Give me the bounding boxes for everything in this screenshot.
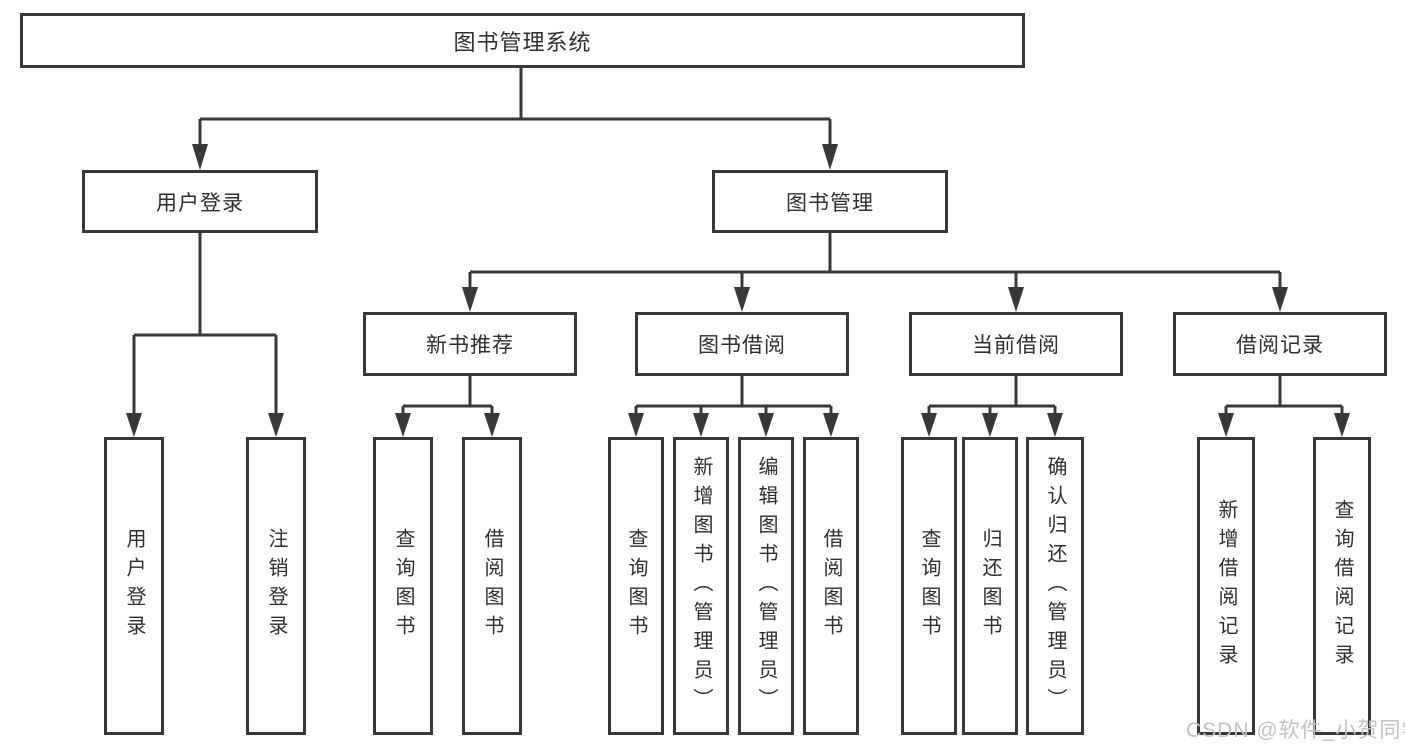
arrow-down-icon bbox=[1272, 287, 1288, 312]
arrow-down-icon bbox=[921, 413, 937, 437]
leaf-query-books-3: 查询图书 bbox=[901, 437, 957, 735]
arrow-down-icon bbox=[126, 413, 142, 437]
connector-user-login-to-leaves bbox=[132, 233, 278, 415]
arrow-down-icon bbox=[1008, 287, 1024, 312]
leaf-label: 查询借阅记录 bbox=[1331, 499, 1353, 673]
arrow-down-icon bbox=[693, 413, 709, 437]
leaf-label: 确认归还（管理员） bbox=[1044, 455, 1066, 717]
node-user-login: 用户登录 bbox=[82, 170, 318, 233]
arrow-down-icon bbox=[982, 413, 998, 437]
connector-book-management-to-level3 bbox=[468, 233, 1282, 289]
node-current-borrowing: 当前借阅 bbox=[909, 312, 1123, 376]
arrow-down-icon bbox=[1218, 413, 1234, 437]
leaf-label: 借阅图书 bbox=[481, 528, 503, 644]
leaf-edit-book-admin: 编辑图书（管理员） bbox=[738, 437, 794, 735]
connector-current-borrowing-to-leaves bbox=[927, 376, 1057, 415]
arrow-down-icon bbox=[268, 413, 284, 437]
leaf-borrow-books-2: 借阅图书 bbox=[803, 437, 859, 735]
arrow-down-icon bbox=[628, 413, 644, 437]
arrow-down-icon bbox=[1334, 413, 1350, 437]
leaf-query-borrow-record: 查询借阅记录 bbox=[1313, 437, 1371, 735]
leaf-label: 新增图书（管理员） bbox=[690, 455, 712, 717]
node-borrowing-records: 借阅记录 bbox=[1173, 312, 1387, 376]
leaf-add-book-admin: 新增图书（管理员） bbox=[673, 437, 729, 735]
connector-book-borrowing-to-leaves bbox=[634, 376, 833, 415]
connector-new-book-to-leaves bbox=[401, 376, 494, 415]
leaf-label: 查询图书 bbox=[625, 528, 647, 644]
leaf-label: 归还图书 bbox=[979, 528, 1001, 644]
leaf-label: 新增借阅记录 bbox=[1215, 499, 1237, 673]
watermark: CSDN @软件_小贺同学 bbox=[1186, 719, 1405, 742]
leaf-add-borrow-record: 新增借阅记录 bbox=[1197, 437, 1255, 735]
leaf-return-books: 归还图书 bbox=[962, 437, 1018, 735]
connector-root-to-level2 bbox=[198, 68, 832, 146]
leaf-label: 查询图书 bbox=[918, 528, 940, 644]
arrow-down-icon bbox=[758, 413, 774, 437]
arrow-down-icon bbox=[395, 413, 411, 437]
leaf-label: 编辑图书（管理员） bbox=[755, 455, 777, 717]
leaf-label: 借阅图书 bbox=[820, 528, 842, 644]
leaf-label: 用户登录 bbox=[123, 528, 145, 644]
leaf-borrow-books-1: 借阅图书 bbox=[462, 437, 522, 735]
node-book-borrowing: 图书借阅 bbox=[635, 312, 849, 376]
leaf-user-login: 用户登录 bbox=[104, 437, 164, 735]
arrow-down-icon bbox=[823, 413, 839, 437]
arrow-down-icon bbox=[462, 287, 478, 312]
node-book-management: 图书管理 bbox=[712, 170, 948, 233]
arrow-down-icon bbox=[734, 287, 750, 312]
connector-borrowing-records-to-leaves bbox=[1224, 376, 1344, 415]
arrow-down-icon bbox=[1047, 413, 1063, 437]
leaf-query-books-1: 查询图书 bbox=[373, 437, 433, 735]
leaf-label: 查询图书 bbox=[392, 528, 414, 644]
arrow-down-icon bbox=[484, 413, 500, 437]
leaf-logout: 注销登录 bbox=[246, 437, 306, 735]
leaf-label: 注销登录 bbox=[265, 528, 287, 644]
node-new-book-recommend: 新书推荐 bbox=[363, 312, 577, 376]
leaf-query-books-2: 查询图书 bbox=[608, 437, 664, 735]
leaf-confirm-return-admin: 确认归还（管理员） bbox=[1026, 437, 1084, 735]
arrow-down-icon bbox=[822, 144, 838, 170]
node-root: 图书管理系统 bbox=[20, 13, 1025, 68]
arrow-down-icon bbox=[192, 144, 208, 170]
